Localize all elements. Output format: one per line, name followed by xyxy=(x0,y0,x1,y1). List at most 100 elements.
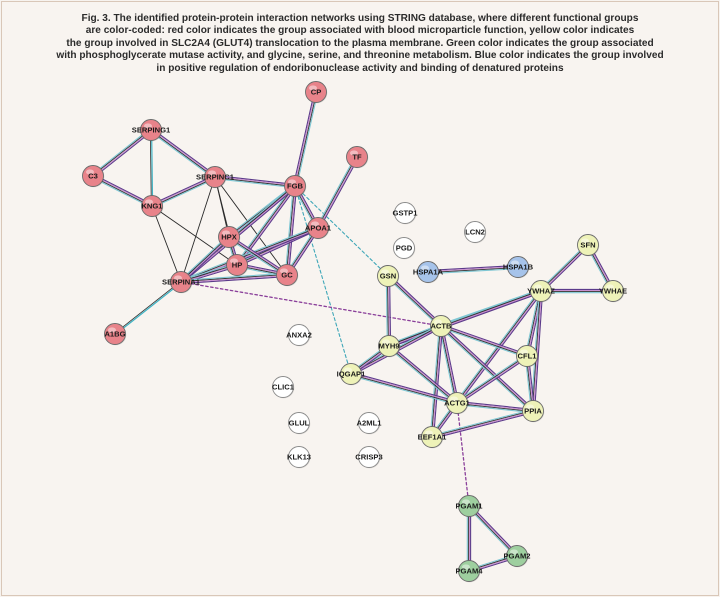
node-pgam1[interactable]: PGAM1 xyxy=(455,495,483,518)
node-label: IQGAP1 xyxy=(337,370,366,379)
node-circle xyxy=(458,495,480,517)
node-label: LCN2 xyxy=(465,228,485,237)
node-circle xyxy=(602,280,624,302)
node-circle xyxy=(393,237,415,259)
node-cp[interactable]: CP xyxy=(305,81,328,104)
node-actb[interactable]: ACTB xyxy=(430,315,453,338)
node-label: PGAM4 xyxy=(455,567,483,576)
node-kng1[interactable]: KNG1 xyxy=(141,195,163,218)
node-label: CFL1 xyxy=(518,352,538,361)
node-gc[interactable]: GC xyxy=(276,264,299,287)
node-hspa1b[interactable]: HSPA1B xyxy=(503,256,534,279)
node-c3[interactable]: C3 xyxy=(82,165,105,188)
node-a2ml1[interactable]: A2ML1 xyxy=(357,412,383,435)
node-ywhaz[interactable]: YWHAZ xyxy=(527,280,555,303)
edge-YWHAZ-CFL1 xyxy=(524,290,544,357)
node-hspa1a[interactable]: HSPA1A xyxy=(413,261,444,284)
edge-MYH9-ACTG1 xyxy=(387,344,459,405)
caption-line: in positive regulation of endoribonuclea… xyxy=(156,62,564,74)
node-serpina1[interactable]: SERPINA1 xyxy=(162,271,201,294)
node-tf[interactable]: TF xyxy=(346,146,369,169)
node-circle xyxy=(464,221,486,243)
node-label: ACTG1 xyxy=(444,399,471,408)
node-circle xyxy=(288,412,310,434)
node-pgd[interactable]: PGD xyxy=(393,237,416,260)
node-gstp1[interactable]: GSTP1 xyxy=(393,202,419,225)
node-ppia[interactable]: PPIA xyxy=(522,400,545,423)
edge-SERPINC1-SERPINA1 xyxy=(180,176,216,283)
edge-YWHAZ-YWHAE xyxy=(540,288,614,294)
edge-SERPINA1-A1BG xyxy=(114,281,182,336)
edge-FGB-CP xyxy=(292,91,319,187)
node-glul[interactable]: GLUL xyxy=(288,412,311,435)
node-actg1[interactable]: ACTG1 xyxy=(444,392,471,415)
node-circle xyxy=(421,426,443,448)
node-label: A2ML1 xyxy=(357,419,383,428)
node-circle xyxy=(346,146,368,168)
node-circle xyxy=(458,560,480,582)
edge-FGB-GSN xyxy=(294,185,389,277)
edge-GSN-MYH9 xyxy=(385,275,392,347)
node-pgam4[interactable]: PGAM4 xyxy=(455,560,483,583)
node-cfl1[interactable]: CFL1 xyxy=(516,345,539,368)
node-a1bg[interactable]: A1BG xyxy=(104,323,127,346)
edge-PPIA-EEF1A1 xyxy=(431,408,534,440)
node-lcn2[interactable]: LCN2 xyxy=(464,221,487,244)
node-circle xyxy=(522,400,544,422)
edge-SERPING1-KNG1 xyxy=(149,129,154,207)
edge-SERPINC1-GC xyxy=(214,176,288,276)
edge-PGAM1-PGAM2 xyxy=(467,504,519,558)
node-circle xyxy=(430,315,452,337)
node-clic1[interactable]: CLIC1 xyxy=(272,376,295,399)
node-gsn[interactable]: GSN xyxy=(377,265,400,288)
node-anxa2[interactable]: ANXA2 xyxy=(286,324,312,347)
node-hp[interactable]: HP xyxy=(226,254,249,277)
edge-TF-APOA1 xyxy=(315,155,359,230)
node-circle xyxy=(577,234,599,256)
node-label: HSPA1B xyxy=(503,263,534,272)
edge-ACTB-EEF1A1 xyxy=(429,325,444,438)
node-label: EEF1A1 xyxy=(418,433,447,442)
edge-SFN-YWHAZ xyxy=(539,243,590,293)
node-myh9[interactable]: MYH9 xyxy=(378,335,401,358)
node-label: PPIA xyxy=(524,407,542,416)
node-label: APOA1 xyxy=(305,224,332,233)
node-crisp3[interactable]: CRISP3 xyxy=(355,446,383,469)
node-ywhae[interactable]: YWHAE xyxy=(599,280,627,303)
edge-KNG1-HP xyxy=(151,205,238,266)
node-circle xyxy=(417,261,439,283)
caption-line: the group involved in SLC2A4 (GLUT4) tra… xyxy=(66,37,654,49)
node-circle xyxy=(288,446,310,468)
node-hpx[interactable]: HPX xyxy=(218,226,241,249)
caption-line: are color-coded: red color indicates the… xyxy=(85,25,635,37)
node-label: HPX xyxy=(221,233,237,242)
node-pgam2[interactable]: PGAM2 xyxy=(503,545,531,568)
node-apoa1[interactable]: APOA1 xyxy=(305,217,332,240)
edge-SERPING1-SERPINC1 xyxy=(149,128,217,179)
node-iqgap1[interactable]: IQGAP1 xyxy=(337,363,366,386)
edge-GSN-ACTB xyxy=(386,274,443,328)
edge-GC-SERPINA1 xyxy=(180,272,288,285)
edge-SERPINC1-FGB xyxy=(214,174,296,189)
node-label: KNG1 xyxy=(141,202,163,211)
caption-line: with phosphoglycerate mutase activity, a… xyxy=(56,50,664,62)
edge-SERPING1-C3 xyxy=(91,128,153,178)
node-label: GSN xyxy=(380,272,396,281)
node-circle xyxy=(204,166,226,188)
node-label: GSTP1 xyxy=(393,209,419,218)
node-circle xyxy=(140,119,162,141)
node-circle xyxy=(104,323,126,345)
node-serpinc1[interactable]: SERPINC1 xyxy=(196,166,235,189)
node-circle xyxy=(340,363,362,385)
node-label: PGD xyxy=(396,244,413,253)
node-klk13[interactable]: KLK13 xyxy=(287,446,311,469)
node-sfn[interactable]: SFN xyxy=(577,234,600,257)
node-fgb[interactable]: FGB xyxy=(284,175,307,198)
node-circle xyxy=(226,254,248,276)
node-serping1[interactable]: SERPING1 xyxy=(132,119,171,142)
edge-SERPINA1-ACTB xyxy=(180,281,442,327)
node-eef1a1[interactable]: EEF1A1 xyxy=(418,426,447,449)
